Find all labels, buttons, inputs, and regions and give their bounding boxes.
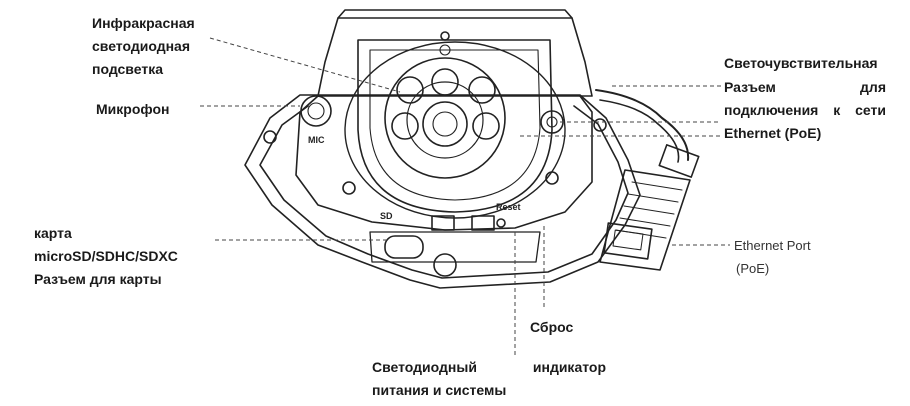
label-photosensor: Светочувствительная [724,55,878,71]
label-ethernet-port: Ethernet Port (PoE) [734,234,811,280]
ir-led-ring [391,68,500,140]
screw [593,118,607,132]
label-reset: Сброс [530,319,574,335]
label-line: Ethernet (PoE) [724,125,822,141]
cable [595,89,690,161]
screw [545,171,559,185]
base-inner-rim [259,105,629,279]
screw [263,130,277,144]
ir-led [472,112,500,140]
ir-led [391,112,419,140]
label-network-port: Разъем для подключения к сети Ethernet (… [724,76,886,145]
label-line: Разъем для карты [34,271,162,287]
leader-ir [209,37,401,93]
sd-marking: SD [380,211,393,221]
microphone-part [300,95,332,127]
ir-led [431,68,459,96]
lens-module [384,57,506,179]
card-compartment [369,231,541,263]
base-plate [244,94,641,289]
ir-led [468,76,496,104]
led-indicator-part [431,215,455,231]
label-line: Светодиодный индикатор [372,359,606,375]
cable-boot [658,144,700,178]
reset-marking: Reset [496,202,521,212]
mic-marking: MIC [308,135,325,145]
label-line: светодиодная [92,38,191,54]
housing-body [295,95,593,231]
mount-hole [433,253,457,277]
label-microphone: Микрофон [96,101,170,117]
connector-body [599,169,691,271]
sd-card-slot-part [384,235,424,259]
ethernet-jack [603,222,653,260]
label-sd-card: карта microSD/SDHC/SDXC Разъем для карты [34,222,178,291]
label-line: карта [34,225,72,241]
label-line: Разъем для [724,79,886,95]
label-line: Инфракрасная [92,15,195,31]
dome-rim [344,41,566,219]
label-line: питания и системы [372,382,507,398]
label-line: подсветка [92,61,163,77]
label-line: подключения к сети [724,102,886,118]
dome-back-wall [317,9,593,97]
label-ir-led: Инфракрасная светодиодная подсветка [92,12,195,81]
label-led-indicator: Светодиодный индикатор питания и системы [372,356,606,402]
reset-button-part [496,218,506,228]
ir-led [396,76,424,104]
screw [342,181,356,195]
dome-bowl [357,39,553,213]
label-line: (PoE) [736,261,770,276]
label-line: Ethernet Port [734,238,811,253]
lens [422,101,468,147]
label-line: microSD/SDHC/SDXC [34,248,178,264]
